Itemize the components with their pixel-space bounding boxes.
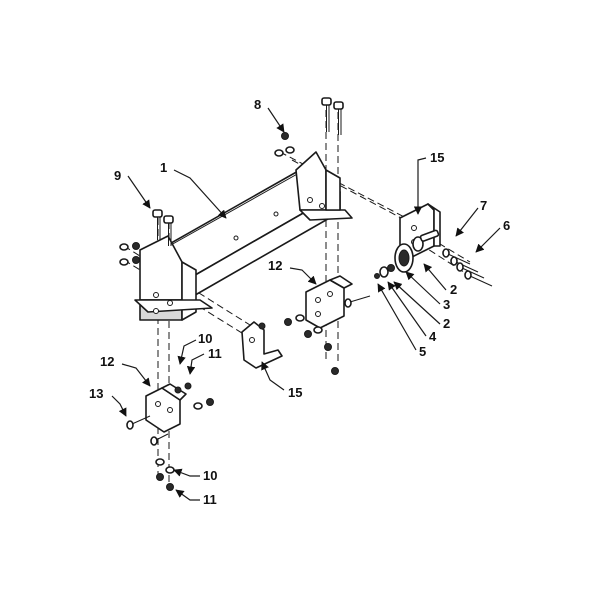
bracket-part-12-lower — [126, 382, 214, 491]
callout-2-lower: 2 — [443, 316, 450, 331]
callout-9: 9 — [114, 168, 121, 183]
leader-lines — [111, 107, 501, 501]
callout-6: 6 — [503, 218, 510, 233]
callout-1: 1 — [160, 160, 167, 175]
callout-10-lower: 10 — [203, 468, 217, 483]
callout-12-lower: 12 — [100, 354, 114, 369]
hardware-nuts — [119, 132, 295, 266]
callout-11-lower: 11 — [203, 492, 217, 507]
callout-labels: 1 8 9 15 7 6 2 3 2 4 5 12 15 10 11 12 13… — [89, 97, 510, 507]
callout-8: 8 — [254, 97, 261, 112]
callout-13: 13 — [89, 386, 103, 401]
callout-15-lower: 15 — [288, 385, 302, 400]
wheel-assembly — [374, 229, 440, 279]
callout-11-upper: 11 — [208, 346, 222, 361]
callout-4: 4 — [429, 329, 437, 344]
callout-12-middle: 12 — [268, 258, 282, 273]
callout-7: 7 — [480, 198, 487, 213]
callout-3: 3 — [443, 297, 450, 312]
callout-15-upper: 15 — [430, 150, 444, 165]
callout-5: 5 — [419, 344, 426, 359]
bracket-part-15-lower — [241, 321, 283, 369]
callout-10-upper: 10 — [198, 331, 212, 346]
vertical-bolts — [152, 97, 344, 246]
bracket-part-12-middle — [284, 275, 371, 375]
callout-2-upper: 2 — [450, 282, 457, 297]
bolts-part-6-7 — [442, 248, 493, 287]
main-frame-part-1 — [134, 151, 353, 321]
